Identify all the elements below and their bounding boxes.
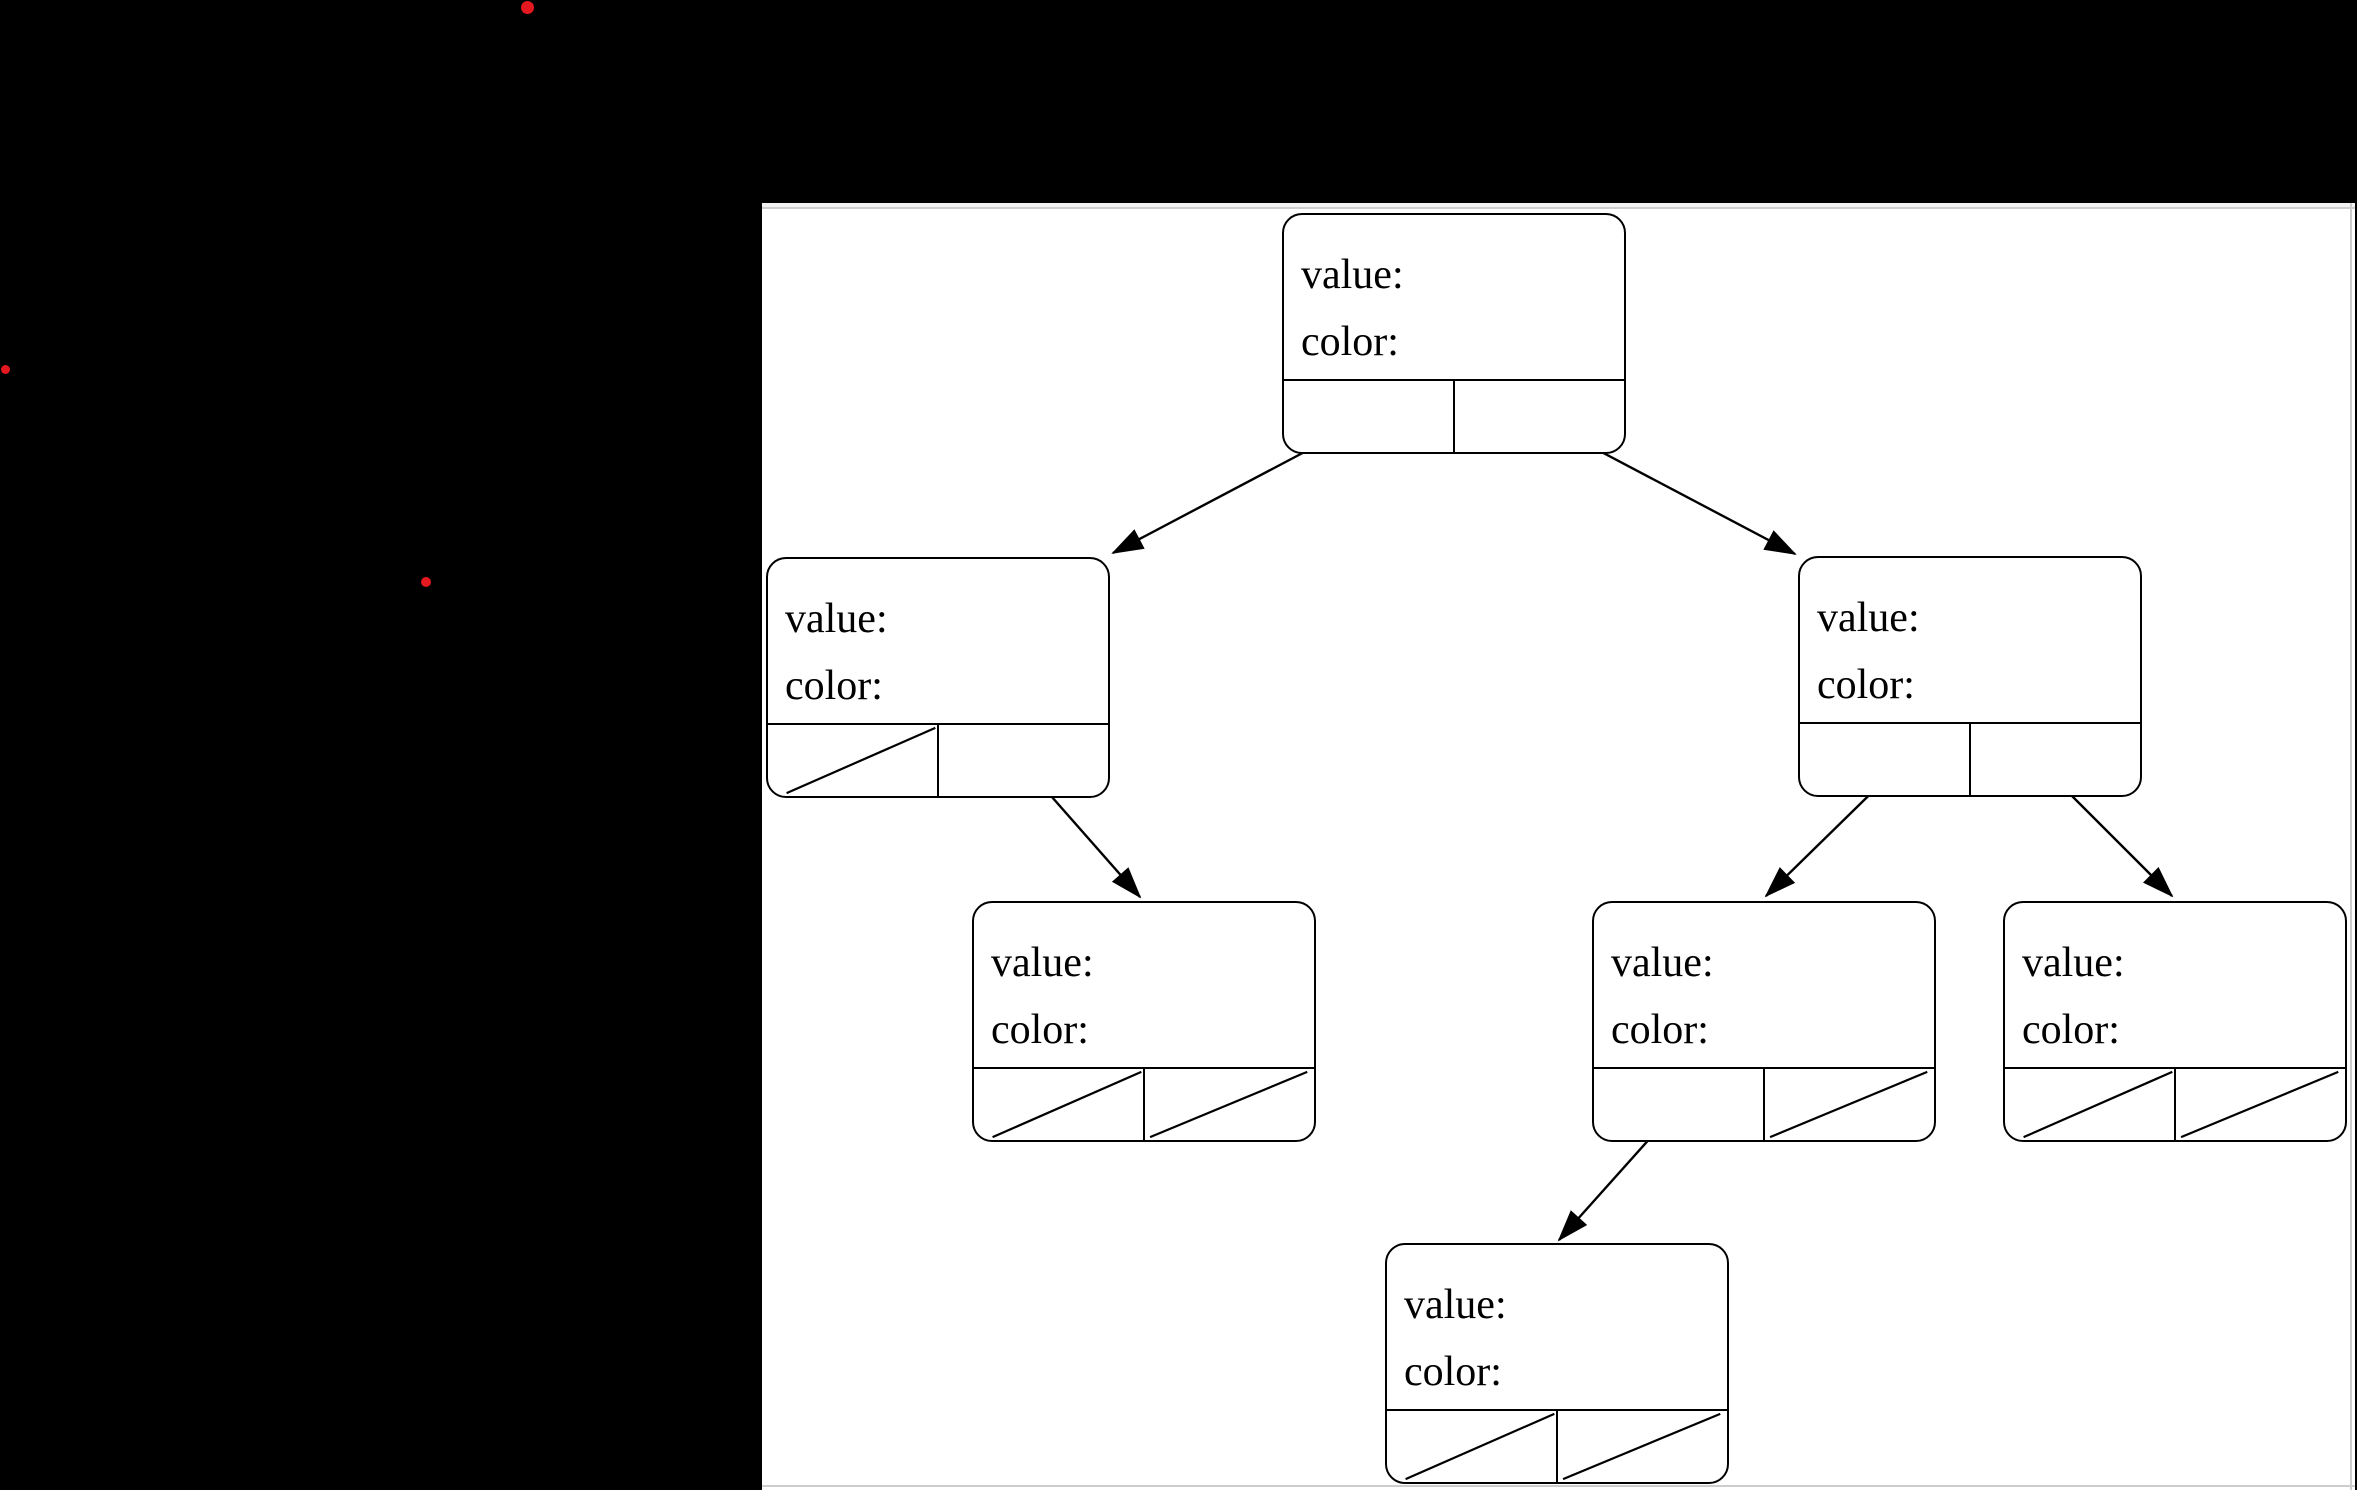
right-pointer-cell xyxy=(939,725,1108,796)
node-text-block: value: color: xyxy=(2005,903,2345,1073)
left-pointer-cell xyxy=(768,725,939,796)
null-pointer-slash xyxy=(1765,1069,1934,1140)
node-color-label: color: xyxy=(1301,319,1399,365)
red-marker-dot-top xyxy=(520,0,534,14)
node-value-label: value: xyxy=(785,596,888,642)
red-marker-dot-middle xyxy=(421,577,431,587)
tree-node-node-l: value: color: xyxy=(766,557,1110,798)
null-pointer-slash xyxy=(768,725,937,796)
node-text-block: value: color: xyxy=(1284,215,1624,385)
left-pointer-cell xyxy=(1594,1069,1765,1140)
left-pointer-cell xyxy=(1387,1411,1558,1482)
right-pointer-cell xyxy=(1558,1411,1727,1482)
left-pointer-cell xyxy=(2005,1069,2176,1140)
tree-node-node-r: value: color: xyxy=(1798,556,2142,797)
right-pointer-cell xyxy=(1145,1069,1314,1140)
node-text-block: value: color: xyxy=(1387,1245,1727,1415)
tree-node-node-rl: value: color: xyxy=(1592,901,1936,1142)
right-pointer-cell xyxy=(2176,1069,2345,1140)
node-text-block: value: color: xyxy=(768,559,1108,729)
node-value-label: value: xyxy=(1404,1282,1507,1328)
node-color-label: color: xyxy=(785,663,883,709)
red-marker-dot-left xyxy=(0,364,10,374)
tree-node-node-rll: value: color: xyxy=(1385,1243,1729,1484)
node-text-block: value: color: xyxy=(1800,558,2140,728)
right-pointer-cell xyxy=(1455,381,1624,452)
node-color-label: color: xyxy=(991,1007,1089,1053)
right-pointer-cell xyxy=(1765,1069,1934,1140)
node-color-label: color: xyxy=(2022,1007,2120,1053)
pointer-row xyxy=(2005,1067,2345,1140)
node-color-label: color: xyxy=(1404,1349,1502,1395)
panel-top-strip xyxy=(762,203,2355,207)
tree-node-node-rr: value: color: xyxy=(2003,901,2347,1142)
left-pointer-cell xyxy=(1800,724,1971,795)
null-pointer-slash xyxy=(974,1069,1143,1140)
left-pointer-cell xyxy=(974,1069,1145,1140)
tree-node-node-lr: value: color: xyxy=(972,901,1316,1142)
pointer-row xyxy=(974,1067,1314,1140)
null-pointer-slash xyxy=(2005,1069,2174,1140)
left-pointer-cell xyxy=(1284,381,1455,452)
tree-node-root: value: color: xyxy=(1282,213,1626,454)
right-pointer-cell xyxy=(1971,724,2140,795)
null-pointer-slash xyxy=(1145,1069,1314,1140)
pointer-row xyxy=(1387,1409,1727,1482)
null-pointer-slash xyxy=(1558,1411,1727,1482)
panel-border-bottom xyxy=(762,1485,2355,1487)
null-pointer-slash xyxy=(1387,1411,1556,1482)
node-value-label: value: xyxy=(1301,252,1404,298)
node-value-label: value: xyxy=(991,940,1094,986)
null-pointer-slash xyxy=(2176,1069,2345,1140)
node-value-label: value: xyxy=(2022,940,2125,986)
node-text-block: value: color: xyxy=(974,903,1314,1073)
pointer-row xyxy=(768,723,1108,796)
panel-border-top xyxy=(762,207,2355,209)
node-text-block: value: color: xyxy=(1594,903,1934,1073)
panel-border-right xyxy=(2350,203,2352,1490)
pointer-row xyxy=(1800,722,2140,795)
node-color-label: color: xyxy=(1817,662,1915,708)
node-value-label: value: xyxy=(1817,595,1920,641)
pointer-row xyxy=(1284,379,1624,452)
pointer-row xyxy=(1594,1067,1934,1140)
node-value-label: value: xyxy=(1611,940,1714,986)
node-color-label: color: xyxy=(1611,1007,1709,1053)
